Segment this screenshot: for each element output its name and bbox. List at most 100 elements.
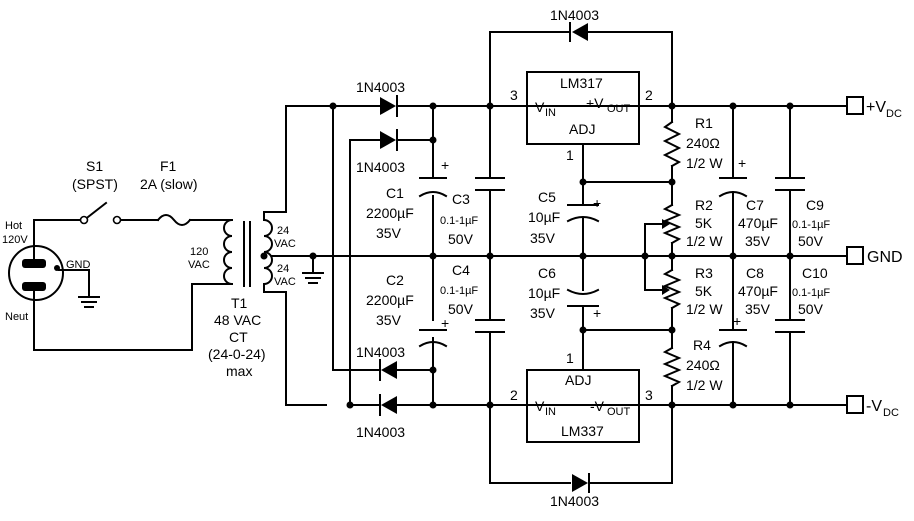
r2-wiper-arrow (662, 219, 670, 229)
r3-value: 5K (695, 283, 713, 299)
lm317-name: LM317 (560, 75, 603, 91)
resistor-r4 (662, 346, 682, 388)
out-pos-sub: DC (886, 108, 902, 120)
r2-wiper-wire (644, 223, 663, 257)
c2-ref: C2 (386, 272, 404, 288)
r1-watt: 1/2 W (686, 155, 723, 171)
diode-top-label: 1N4003 (550, 7, 599, 23)
diode-d3 (359, 359, 434, 381)
wire-bot-diode-right (588, 404, 673, 484)
wire-sec-bot (263, 283, 327, 406)
r4-value: 240Ω (686, 357, 720, 373)
c1-ref: C1 (386, 185, 404, 201)
wire-neutral (33, 283, 216, 351)
lm337-vout-sub: OUT (607, 406, 631, 418)
f1-ref: F1 (160, 158, 177, 174)
c6-voltage: 35V (530, 305, 556, 321)
diode-top (569, 22, 588, 42)
c5-voltage: 35V (530, 230, 556, 246)
out-neg-label: -V (866, 398, 882, 415)
c5-ref: C5 (538, 189, 556, 205)
c1-voltage: 35V (376, 225, 402, 241)
d4-label: 1N4003 (356, 424, 405, 440)
diode-d1 (325, 95, 673, 117)
resistor-r3 (662, 268, 682, 310)
c7-voltage: 35V (745, 233, 771, 249)
terminal-pos (846, 96, 864, 115)
c10-ref: C10 (802, 265, 828, 281)
lm337-pin-out: 3 (645, 387, 653, 403)
r1-ref: R1 (695, 115, 713, 131)
lm317-vin-sub: IN (545, 107, 556, 119)
d1-label: 1N4003 (356, 79, 405, 95)
r3-watt: 1/2 W (686, 301, 723, 317)
c6-value: 10µF (528, 285, 560, 301)
s1-ref: S1 (86, 158, 103, 174)
lm317-vout-sub: OUT (607, 103, 631, 115)
transformer-t1 (214, 218, 273, 287)
r3-wiper-arrow (662, 285, 670, 295)
out-pos-label: +V (866, 99, 886, 116)
t1-sec-bot-unit: VAC (274, 276, 296, 288)
c7-ref: C7 (746, 197, 764, 213)
terminal-neg (846, 395, 864, 414)
plug-hot-label: Hot (5, 220, 22, 232)
c4-value: 0.1-1µF (440, 285, 478, 297)
terminal-gnd (846, 246, 864, 265)
diode-bot-label: 1N4003 (550, 493, 599, 509)
wire-bridge-left (332, 105, 361, 371)
c6-ref: C6 (538, 265, 556, 281)
t1-line3: (24-0-24) (208, 346, 266, 362)
r2-ref: R2 (695, 197, 713, 213)
c1-value: 2200µF (366, 205, 414, 221)
c9-voltage: 50V (798, 233, 824, 249)
c5-plus: + (593, 195, 601, 211)
lm337-vin: V (535, 398, 545, 414)
lm337-pin-in: 2 (510, 387, 518, 403)
mains-plug (8, 245, 64, 301)
resistor-r2 (662, 203, 682, 245)
lm317-adj: ADJ (569, 121, 595, 137)
t1-sec-top-value: 24 (277, 225, 289, 237)
lm337-name: LM337 (561, 423, 604, 439)
c8-plus: + (733, 313, 741, 329)
c7-value: 470µF (738, 215, 778, 231)
wire-sec-top (263, 105, 327, 221)
c4-voltage: 50V (448, 301, 474, 317)
c2-voltage: 35V (376, 312, 402, 328)
c8-voltage: 35V (745, 301, 771, 317)
lm337-vout: -V (590, 398, 605, 414)
c2-value: 2200µF (366, 292, 414, 308)
lm317-pin-in: 3 (510, 87, 518, 103)
lm317-vin: V (535, 99, 545, 115)
capacitor-c2 (418, 329, 448, 348)
wire-hot (33, 219, 81, 260)
switch-s1 (79, 201, 122, 225)
r3-ref: R3 (695, 265, 713, 281)
r3-wiper-wire (644, 255, 663, 291)
t1-primary-value: 120 (190, 246, 208, 258)
t1-ref: T1 (231, 295, 248, 311)
c4-ref: C4 (452, 262, 470, 278)
r4-ref: R4 (693, 337, 711, 353)
c2-plus: + (441, 315, 449, 331)
c10-value: 0.1-1µF (792, 287, 830, 299)
resistor-r1 (662, 120, 682, 168)
c5-value: 10µF (528, 209, 560, 225)
c3-ref: C3 (452, 191, 470, 207)
plug-neut-label: Neut (5, 311, 28, 323)
plug-voltage-label: 120V (2, 234, 28, 246)
d3-label: 1N4003 (356, 344, 405, 360)
c10-voltage: 50V (798, 301, 824, 317)
c9-value: 0.1-1µF (792, 219, 830, 231)
plug-gnd-label: GND (66, 259, 91, 271)
diode-d4 (349, 394, 673, 416)
d2-label: 1N4003 (356, 159, 405, 175)
c6-plus: + (593, 305, 601, 321)
t1-line1: 48 VAC (214, 312, 261, 328)
lm337-pin-adj: 1 (566, 350, 574, 366)
lm317-pin-out: 2 (645, 87, 653, 103)
f1-rating: 2A (slow) (140, 176, 198, 192)
lm317-pin-adj: 1 (566, 147, 574, 163)
